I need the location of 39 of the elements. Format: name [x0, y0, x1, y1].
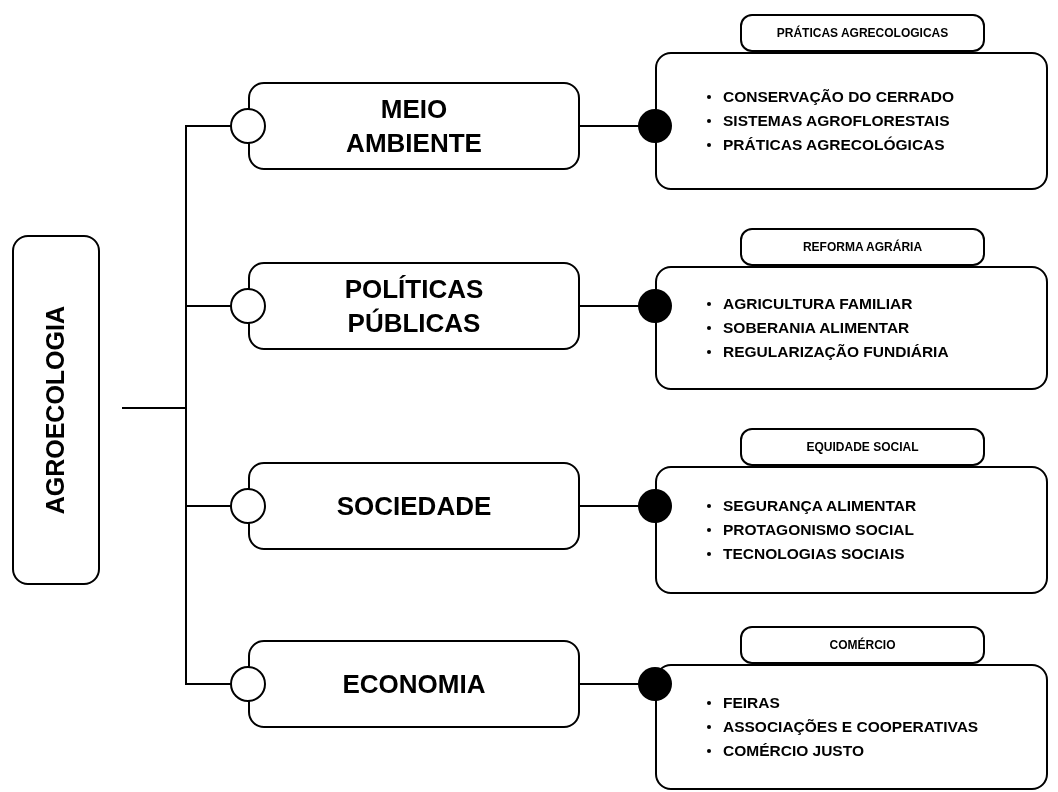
list-item: CONSERVAÇÃO DO CERRADO	[723, 87, 956, 107]
category-label: ECONOMIA	[342, 668, 486, 701]
connector-line	[579, 667, 672, 701]
category-box	[248, 462, 580, 550]
list-item: ASSOCIAÇÕES E COOPERATIVAS	[723, 717, 980, 737]
list-box	[655, 664, 1048, 790]
list-item: SEGURANÇA ALIMENTAR	[723, 496, 918, 516]
topic-label: AGROECOLOGIA	[40, 305, 71, 515]
heading-tab	[740, 228, 985, 266]
list-box	[655, 266, 1048, 390]
category-label: POLÍTICAS PÚBLICAS	[343, 273, 485, 340]
list-item: FEIRAS	[723, 693, 781, 713]
list-box	[655, 52, 1048, 190]
topic-box	[12, 235, 100, 585]
list-item: TECNOLOGIAS SOCIAIS	[723, 544, 906, 564]
connector-line	[121, 407, 266, 702]
heading-tab	[740, 626, 985, 664]
heading-tab	[740, 428, 985, 466]
category-box	[248, 82, 580, 170]
list-item: REGULARIZAÇÃO FUNDIÁRIA	[723, 342, 950, 362]
category-box	[248, 262, 580, 350]
category-label: SOCIEDADE	[336, 490, 492, 523]
list-item: COMÉRCIO JUSTO	[723, 741, 865, 761]
list-item: SOBERANIA ALIMENTAR	[723, 318, 911, 338]
heading-tab	[740, 14, 985, 52]
heading-label: COMÉRCIO	[829, 636, 896, 654]
connector-line	[579, 109, 672, 143]
heading-label: PRÁTICAS AGRECOLOGICAS	[776, 24, 949, 42]
connector-line	[579, 289, 672, 323]
heading-label: REFORMA AGRÁRIA	[802, 238, 923, 256]
list-item: SISTEMAS AGROFLORESTAIS	[723, 111, 951, 131]
connector-line	[579, 489, 672, 523]
category-label: MEIO AMBIENTE	[345, 93, 483, 160]
list-item: PROTAGONISMO SOCIAL	[723, 520, 915, 540]
list-item: PRÁTICAS AGRECOLÓGICAS	[723, 135, 946, 155]
category-box	[248, 640, 580, 728]
list-item: AGRICULTURA FAMILIAR	[723, 294, 914, 314]
list-box	[655, 466, 1048, 594]
heading-label: EQUIDADE SOCIAL	[806, 439, 919, 456]
